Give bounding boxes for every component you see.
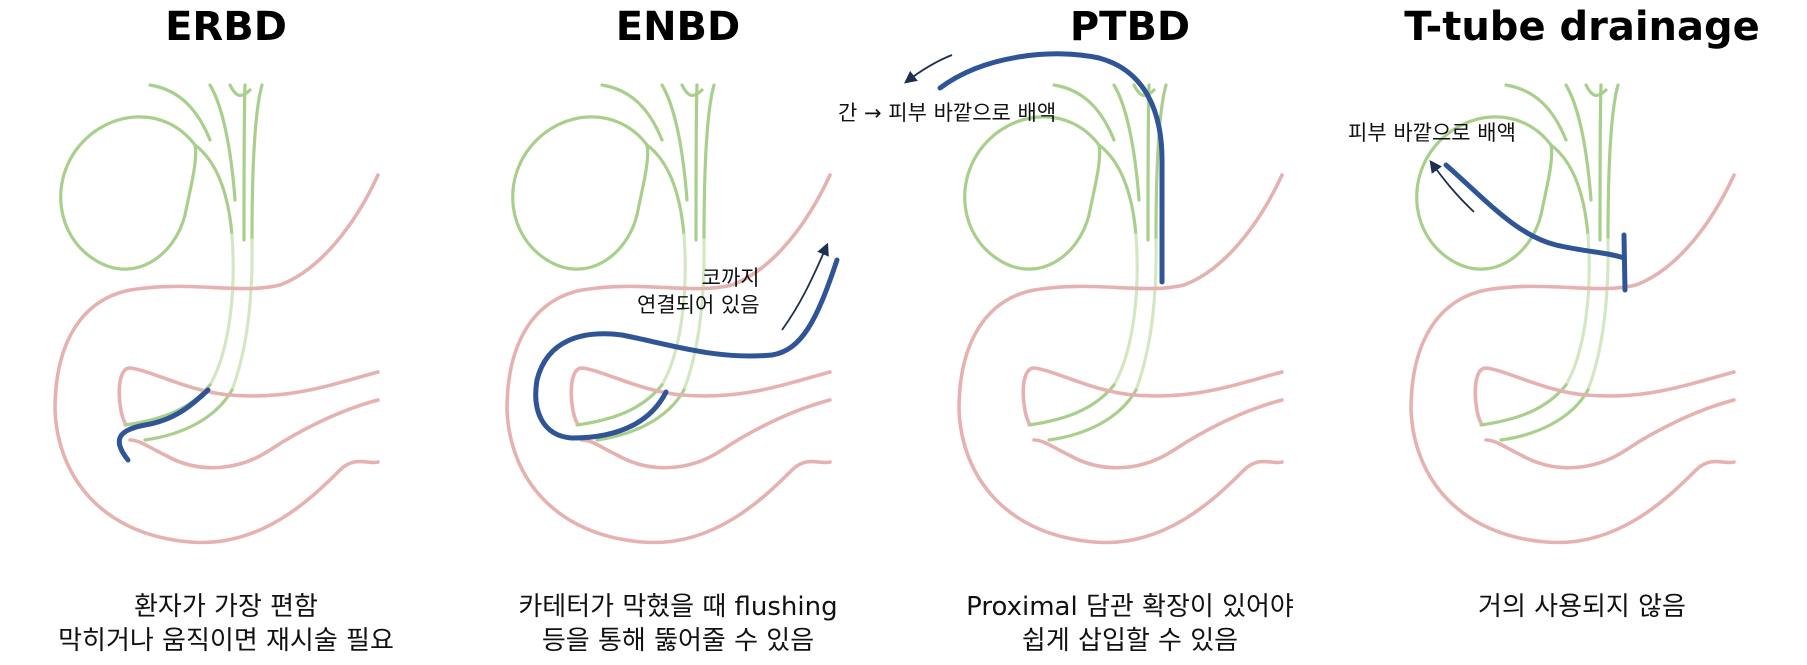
caption-line: 등을 통해 뚫어줄 수 있음	[541, 626, 815, 656]
caption-line: 막히거나 움직이면 재시술 필요	[58, 626, 394, 656]
caption-line: Proximal 담관 확장이 있어야	[966, 592, 1294, 622]
panel-enbd: ENBD 코까지 연결되어 있음 카테터가 막혔을 때 flushing 등을 …	[452, 0, 904, 665]
enbd-arrow	[781, 242, 829, 331]
panel-caption: 거의 사용되지 않음	[1356, 590, 1807, 624]
panel-title: T-tube drainage	[1404, 4, 1760, 50]
panel-title: PTBD	[1069, 4, 1191, 50]
panel-erbd: ERBD 환자가 가장 편함 막히거나 움직이면 재시술 필요	[0, 0, 452, 665]
panel-ptbd: PTBD 간 → 피부 바깥으로 배액 Proximal 담관 확장이 있어야 …	[838, 0, 1356, 665]
caption-line: 쉽게 삽입할 수 있음	[1021, 626, 1239, 656]
panel-caption: 환자가 가장 편함 막히거나 움직이면 재시술 필요	[0, 590, 452, 658]
t-tube-diagram	[1409, 83, 1736, 545]
panel-title: ENBD	[615, 4, 741, 50]
panel-caption: Proximal 담관 확장이 있어야 쉽게 삽입할 수 있음	[904, 590, 1356, 658]
anatomy-outline	[1409, 83, 1736, 545]
caption-line: 환자가 가장 편함	[134, 592, 318, 622]
t-tube-arrow	[1429, 159, 1475, 213]
anatomy-outline	[53, 83, 380, 545]
caption-line: 카테터가 막혔을 때 flushing	[518, 592, 838, 622]
anatomy-outline	[957, 83, 1284, 545]
t-tube-stem	[1443, 162, 1627, 261]
erbd-diagram	[53, 83, 380, 545]
t-tube-crossbar	[1621, 232, 1628, 293]
ptbd-diagram	[904, 51, 1284, 545]
ptbd-catheter	[937, 51, 1165, 285]
note-line: 연결되어 있음	[637, 293, 760, 317]
enbd-note: 코까지 연결되어 있음	[637, 265, 760, 319]
ptbd-arrow	[904, 54, 953, 84]
panel-title: ERBD	[165, 4, 287, 50]
panel-caption: 카테터가 막혔을 때 flushing 등을 통해 뚫어줄 수 있음	[452, 590, 904, 658]
panel-t-tube: T-tube drainage 피부 바깥으로 배액 거의 사용되지 않음	[1348, 0, 1807, 665]
t-tube-note: 피부 바깥으로 배액	[1348, 121, 1516, 145]
erbd-stent	[116, 387, 211, 463]
enbd-catheter	[533, 257, 840, 441]
caption-line: 거의 사용되지 않음	[1478, 592, 1686, 622]
note-line: 코까지	[701, 266, 760, 290]
enbd-diagram	[505, 83, 840, 545]
ptbd-note: 간 → 피부 바깥으로 배액	[838, 101, 1057, 125]
